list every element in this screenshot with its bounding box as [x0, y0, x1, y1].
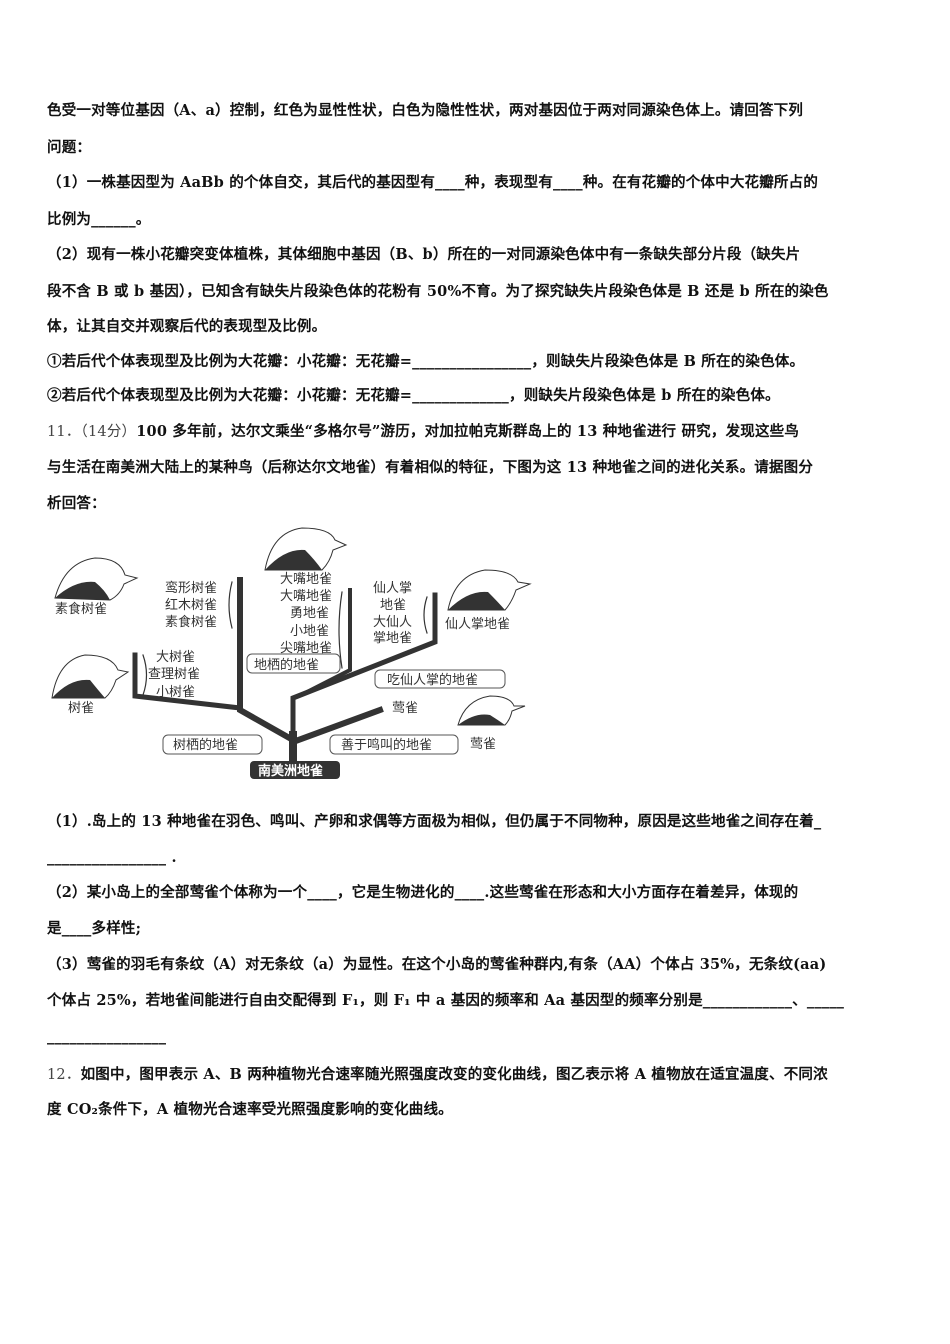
question-number: 11．（14分）: [47, 424, 137, 440]
tree-branches: [132, 577, 438, 774]
group-label: 吃仙人掌的地雀: [387, 672, 478, 688]
species-label: 大嘴地雀: [280, 572, 332, 587]
text-line: 个体占 25%，若地雀间能进行自由交配得到 F₁，则 F₁ 中 a 基因的频率和…: [47, 992, 845, 1009]
bird-head-icon: [51, 654, 130, 699]
bracket-ground: [338, 591, 343, 669]
text-line: 度 CO₂条件下，A 植物光合速率受光照强度影响的变化曲线。: [47, 1101, 453, 1118]
branch-ground-mid: [302, 588, 352, 696]
species-label: 查理树雀: [148, 667, 200, 682]
bird-head-icon: [264, 527, 348, 571]
question-1: （1）一株基因型为 AaBb 的个体自交，其后代的基因型有____种，表现型有_…: [47, 174, 819, 191]
question-11-line: 11．（14分）100 多年前，达尔文乘坐“多格尔号”游历，对加拉帕克斯群岛上的…: [47, 422, 907, 442]
bird-head-icon: [447, 569, 532, 611]
species-label: 掌地雀: [373, 631, 412, 646]
case-2: ②若后代个体表现型及比例为大花瓣：小花瓣：无花瓣=_____________，则…: [47, 387, 780, 404]
text-line: 段不含 B 或 b 基因），已知含有缺失片段染色体的花粉有 50%不育。为了探究…: [47, 283, 829, 300]
bird-label: 仙人掌地雀: [445, 617, 510, 632]
group-label: 地栖的地雀: [254, 657, 319, 673]
text: 100 多年前，达尔文乘坐“多格尔号”游历，对加拉帕克斯群岛上的 13 种地雀进…: [136, 423, 800, 440]
question-number: 12．: [47, 1067, 81, 1083]
branch-tree-lower: [132, 652, 243, 711]
case-1: ①若后代个体表现型及比例为大花瓣：小花瓣：无花瓣=_______________…: [47, 353, 805, 370]
species-label: 大树雀: [156, 650, 195, 665]
species-label: 莺雀: [392, 701, 418, 716]
root-label: 南美洲地雀: [258, 763, 323, 779]
text-line: 是____多样性;: [47, 920, 142, 937]
finch-evolution-diagram: 素食树雀 树雀 仙人掌地雀 莺雀 鸾形树雀 红木树雀 素食树雀 大树雀 查理树雀…: [51, 527, 532, 779]
bracket-lower: [142, 654, 148, 696]
branch-ground: [290, 592, 438, 738]
species-label: 大仙人: [373, 615, 412, 630]
text-line: 比例为______。: [47, 211, 151, 228]
sub-question-3: （3）莺雀的羽毛有条纹（A）对无条纹（a）为显性。在这个小岛的莺雀种群内,有条（…: [47, 956, 827, 973]
species-label: 勇地雀: [290, 606, 329, 621]
question-12-line: 12．如图中，图甲表示 A、B 两种植物光合速率随光照强度改变的变化曲线，图乙表…: [47, 1065, 907, 1085]
sub-question-1: （1）.岛上的 13 种地雀在羽色、鸣叫、产卵和求偶等方面极为相似，但仍属于不同…: [47, 813, 822, 830]
group-label: 善于鸣叫的地雀: [341, 737, 432, 753]
text-line: 色受一对等位基因（A、a）控制，红色为显性性状，白色为隐性性状，两对基因位于两对…: [47, 102, 804, 119]
species-label: 仙人掌: [373, 581, 412, 596]
bird-head-icon: [457, 695, 526, 726]
text-line: 体，让其自交并观察后代的表现型及比例。: [47, 318, 327, 335]
species-label: 尖嘴地雀: [280, 641, 332, 656]
species-label: 小地雀: [290, 624, 329, 639]
bird-label: 树雀: [68, 701, 94, 716]
branch-song: [289, 706, 384, 746]
species-label: 红木树雀: [165, 597, 217, 613]
sub-question-2: （2）某小岛上的全部莺雀个体称为一个____，它是生物进化的____.这些莺雀在…: [47, 884, 799, 901]
question-2: （2）现有一株小花瓣突变体植株，其体细胞中基因（B、b）所在的一对同源染色体中有…: [47, 246, 801, 263]
bird-head-icon: [54, 557, 139, 601]
text: 如图中，图甲表示 A、B 两种植物光合速率随光照强度改变的变化曲线，图乙表示将 …: [80, 1066, 828, 1083]
bird-label: 莺雀: [470, 737, 496, 752]
bird-label: 素食树雀: [55, 601, 107, 617]
species-label: 大嘴地雀: [280, 589, 332, 604]
text-line: 与生活在南美洲大陆上的某种鸟（后称达尔文地雀）有着相似的特征，下图为这 13 种…: [47, 459, 814, 476]
text-line: ________________: [47, 1028, 167, 1045]
species-label: 素食树雀: [165, 614, 217, 630]
species-label: 鸾形树雀: [165, 580, 217, 596]
species-label: 小树雀: [156, 685, 195, 700]
bracket-upper: [228, 581, 233, 629]
text-line: 问题：: [47, 139, 92, 156]
text-line: 析回答：: [47, 495, 106, 512]
bracket-cactus: [423, 596, 428, 634]
text-line: ________________ .: [47, 849, 177, 866]
group-label: 树栖的地雀: [173, 737, 238, 753]
species-label: 地雀: [380, 598, 406, 613]
